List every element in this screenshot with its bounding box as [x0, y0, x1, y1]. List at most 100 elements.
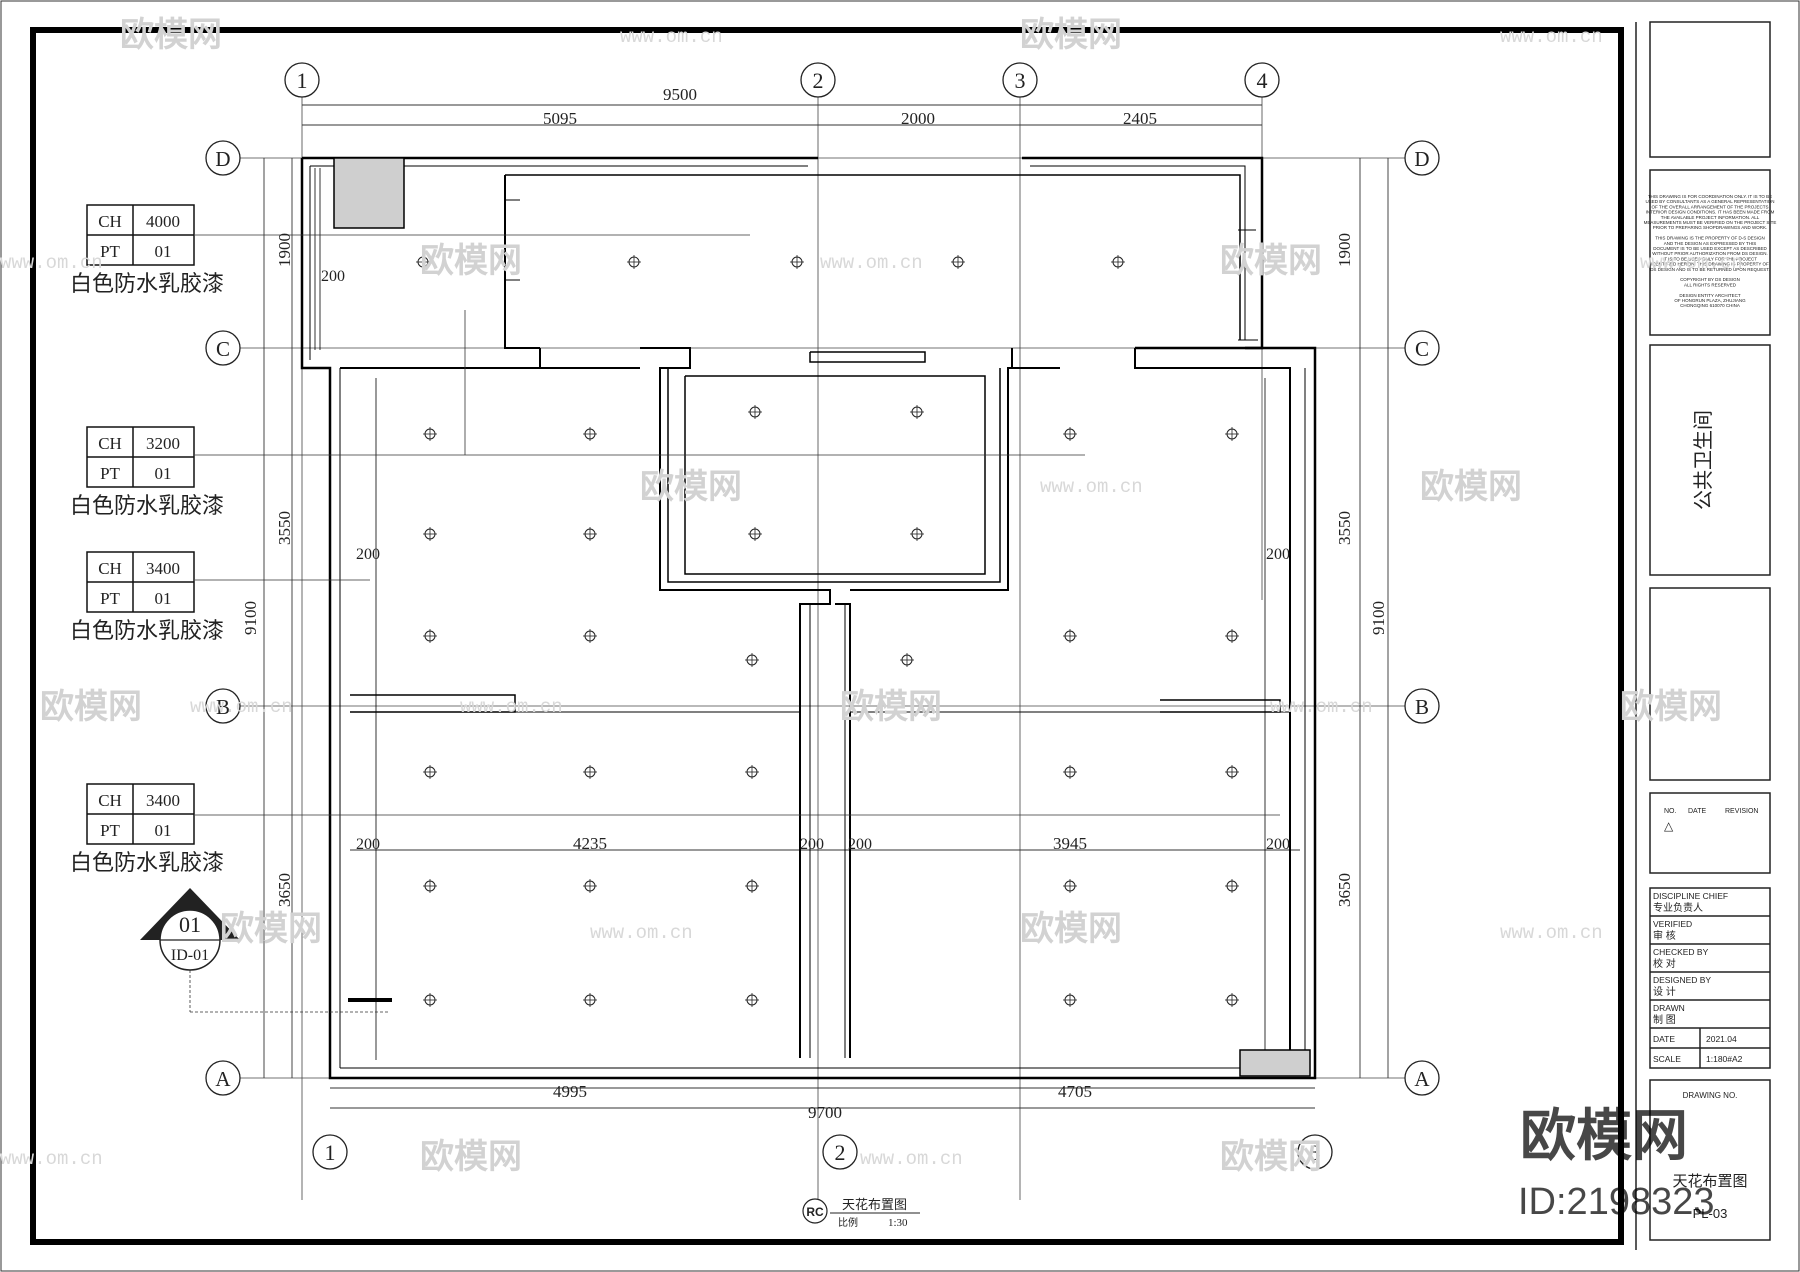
tb-row-cn: 审 核: [1653, 929, 1676, 942]
material-label: 白色防水乳胶漆: [70, 618, 224, 643]
note-line: DESIGN ENTITY ARCHITECT: [1679, 293, 1740, 298]
grid-bubble-left-A: A: [205, 1060, 241, 1096]
grid-label-bottom: 1: [325, 1140, 336, 1165]
grid-bubble-bottom-2: 2: [822, 1134, 858, 1170]
note-line: WITHOUT PRIOR AUTHORIZATION FROM DS DESI…: [1652, 251, 1768, 256]
dim-inner-left: 4235: [573, 834, 607, 853]
light-fixtures: [416, 255, 1239, 1007]
ceiling-light-icon: [900, 653, 914, 667]
grid-label-top: 3: [1015, 68, 1026, 93]
grid-label-top: 4: [1257, 68, 1268, 93]
grid-label-row: C: [1415, 337, 1429, 361]
note-line: AND THE DESIGN AS EXPRESSED BY THIS: [1664, 241, 1757, 246]
grid-label-row: D: [215, 147, 230, 171]
ch-value: 3400: [146, 791, 180, 810]
dim-right-total: 9100: [1369, 601, 1388, 635]
ceiling-light-icon: [423, 993, 437, 1007]
drawing-number-label: DRAWING NO.: [1683, 1091, 1738, 1100]
ch-value: 4000: [146, 212, 180, 231]
pt-value: 01: [155, 821, 172, 840]
dim-left-3: 3650: [275, 873, 294, 907]
dim-wall-200-g: 200: [1266, 836, 1290, 853]
tb-row-en: DATE: [1653, 1034, 1675, 1044]
tb-row-en: VERIFIED: [1653, 919, 1692, 929]
rc-tag: RC: [806, 1205, 824, 1219]
watermark-brand: 欧模网: [640, 468, 742, 506]
tb-row-value: 1:180#A2: [1706, 1054, 1743, 1064]
project-name: 公共卫生间: [1692, 410, 1715, 510]
tb-row-cn: 校 对: [1653, 957, 1676, 970]
ceiling-light-icon: [951, 255, 965, 269]
dim-left-total: 9100: [241, 601, 260, 635]
watermark-url: www.om.cn: [0, 252, 103, 274]
grid-label-top: 2: [813, 68, 824, 93]
watermark-brand: 欧模网: [1220, 1138, 1322, 1176]
ceiling-light-icon: [745, 765, 759, 779]
rev-header-revision: REVISION: [1725, 808, 1758, 815]
note-line: COPYRIGHT BY DS DESIGN: [1680, 277, 1740, 282]
grid-label-row: B: [216, 695, 230, 719]
grid-bubble-right-D: D: [1404, 140, 1440, 176]
revision-triangle-icon: △: [1664, 819, 1674, 833]
ceiling-light-icon: [1063, 427, 1077, 441]
grid-bubble-left-C: C: [205, 330, 241, 366]
grid-bubble-right-C: C: [1404, 330, 1440, 366]
grid-bubble-top-1: 1: [284, 62, 320, 98]
tb-row-value: 2021.04: [1706, 1034, 1737, 1044]
watermark-brand: 欧模网: [420, 242, 522, 280]
drawing-frame: [30, 27, 1624, 1245]
dim-wall-200-e: 200: [800, 836, 824, 853]
dim-right-3: 3650: [1335, 873, 1354, 907]
dim-top-part-1: 5095: [543, 109, 577, 128]
drawing-title-text: 天花布置图: [842, 1197, 907, 1212]
material-label: 白色防水乳胶漆: [70, 850, 224, 875]
watermark-url: www.om.cn: [820, 252, 923, 274]
tb-row-cn: 专业负责人: [1653, 901, 1703, 914]
ceiling-light-icon: [423, 629, 437, 643]
note-line: MEASUREMENTS MUST BE VERIFIED ON THE PRO…: [1644, 220, 1777, 225]
note-line: IT IS TO BE USED ONLY FOR THE PROJECT: [1663, 256, 1757, 261]
sheet-title: 天花布置图: [1672, 1173, 1747, 1190]
tag-leaders: [189, 234, 1280, 1013]
watermark-url: www.om.cn: [1640, 252, 1743, 274]
watermarks: 欧模网欧模网欧模网欧模网欧模网欧模网欧模网欧模网欧模网欧模网欧模网欧模网欧模网w…: [0, 16, 1743, 1176]
pt-value: 01: [155, 242, 172, 261]
ceiling-light-icon: [423, 527, 437, 541]
ceiling-light-icon: [583, 527, 597, 541]
grid-label-top: 1: [297, 68, 308, 93]
tb-row-cn: 设 计: [1653, 985, 1676, 998]
watermark-url: www.om.cn: [460, 696, 563, 718]
grid-bubble-bottom-3: 3: [1297, 1134, 1333, 1170]
title-block: [1635, 21, 1771, 1250]
grid-label-row: D: [1414, 147, 1429, 171]
tb-row-en: DRAWN: [1653, 1003, 1685, 1013]
ceiling-light-icon: [583, 427, 597, 441]
watermark-url: www.om.cn: [1500, 922, 1603, 944]
ceiling-light-icon: [583, 993, 597, 1007]
ceiling-light-icon: [583, 879, 597, 893]
note-line: USED BY CONSULTANTS AS A GENERAL REPRESE…: [1646, 199, 1775, 204]
watermark-brand: 欧模网: [220, 910, 322, 948]
dim-top-part-2: 2000: [901, 109, 935, 128]
watermark-brand: 欧模网: [1420, 468, 1522, 506]
watermark-brand: 欧模网: [840, 688, 942, 726]
ceiling-light-icon: [583, 765, 597, 779]
ch-value: 3200: [146, 434, 180, 453]
ch-label: CH: [98, 791, 122, 810]
tb-row-en: CHECKED BY: [1653, 947, 1709, 957]
note-line: ALL RIGHTS RESERVED: [1684, 282, 1737, 287]
grid-bubble-top-2: 2: [800, 62, 836, 98]
tb-row-en: DESIGNED BY: [1653, 975, 1711, 985]
pt-label: PT: [100, 464, 120, 483]
grid-label-row: A: [215, 1067, 231, 1091]
ch-value: 3400: [146, 559, 180, 578]
grid-bubble-bottom-1: 1: [312, 1134, 348, 1170]
watermark-url: www.om.cn: [1500, 26, 1603, 48]
grid-label-row: B: [1415, 695, 1429, 719]
note-line: PRIOR TO PREPARING SHOPDRAWINGS AND WORK…: [1653, 225, 1768, 230]
dim-top-total: 9500: [663, 85, 697, 104]
